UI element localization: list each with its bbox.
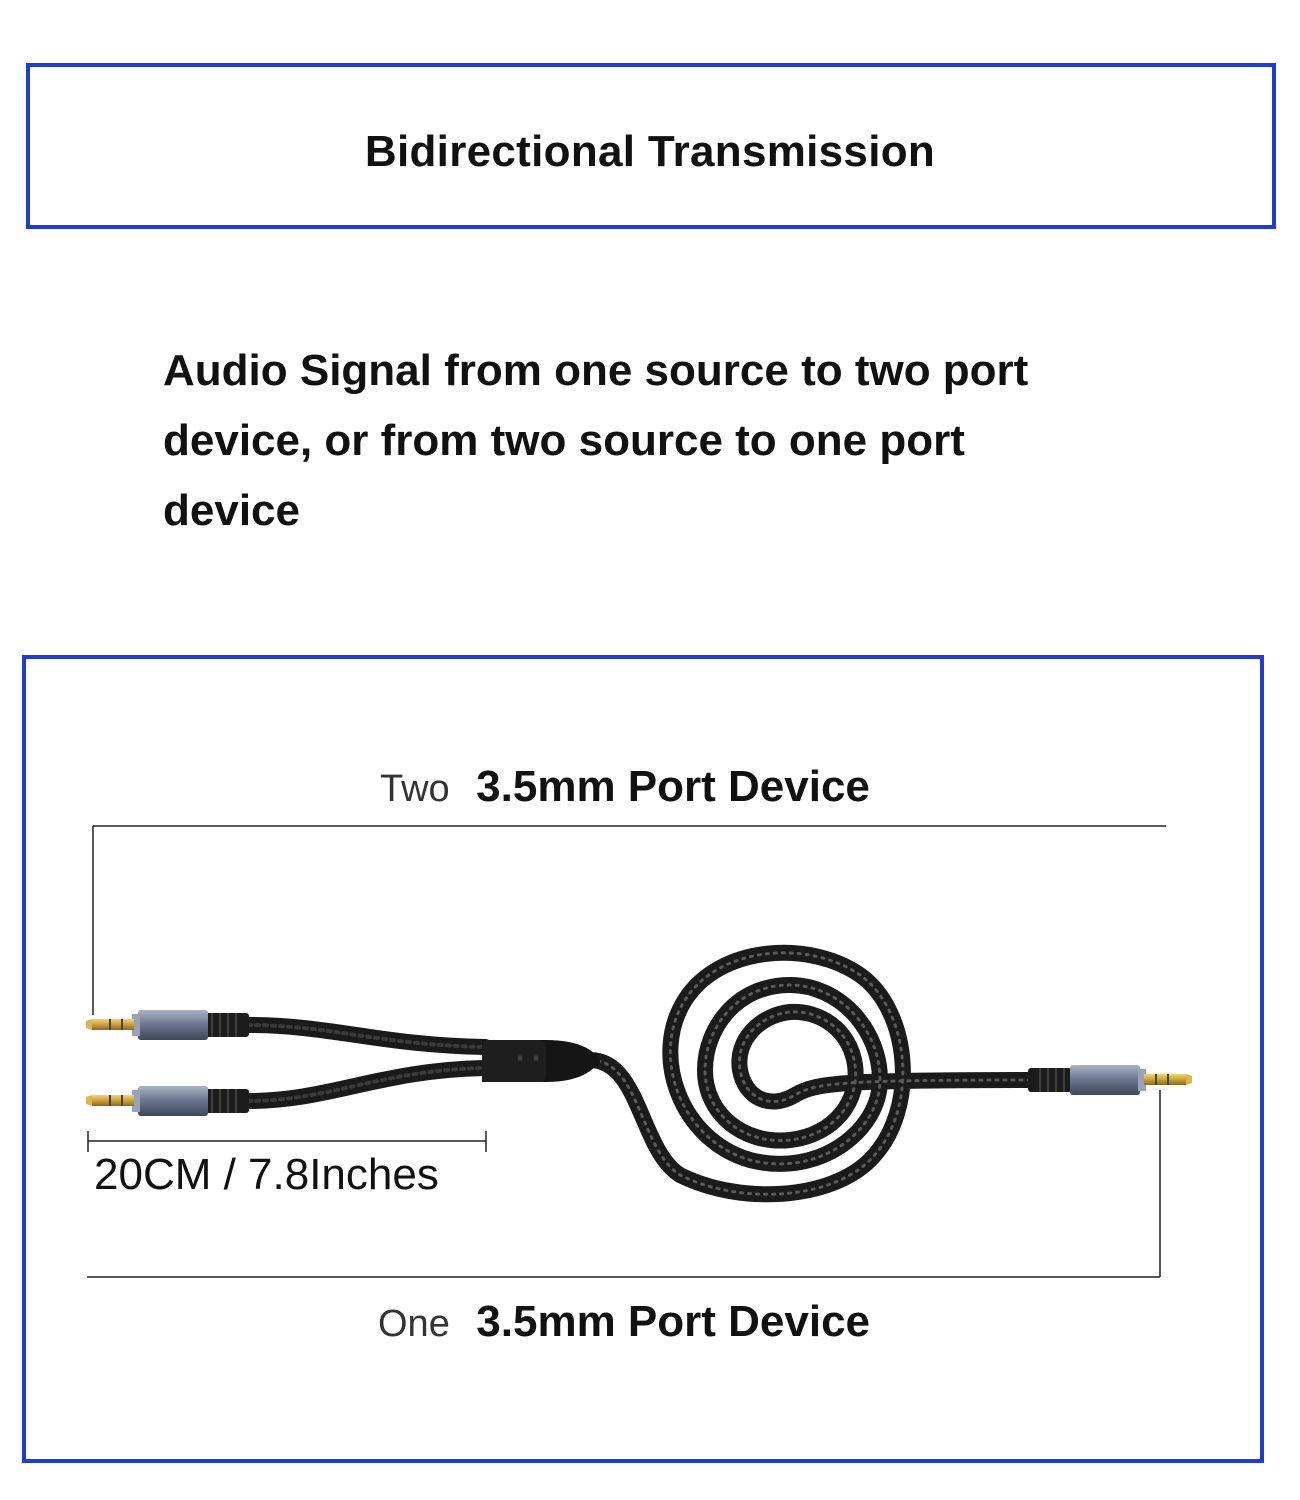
two-port-spec: 3.5mm Port Device — [476, 762, 870, 811]
split-length-label: 20CM / 7.8Inches — [94, 1150, 439, 1199]
description-line-1: Audio Signal from one source to two port — [163, 346, 1029, 395]
page-title: Bidirectional Transmission — [364, 127, 936, 176]
one-port-bracket — [87, 1090, 1161, 1278]
two-port-bracket — [92, 825, 1166, 1015]
cable-body — [240, 944, 1038, 1203]
one-port-qty: One — [378, 1303, 450, 1345]
description-text: Audio Signal from one source to two port… — [163, 336, 1153, 546]
length-dimension-line — [87, 1131, 487, 1152]
one-port-spec: 3.5mm Port Device — [476, 1297, 871, 1346]
splitter-junction — [482, 1040, 600, 1082]
right-plug — [1028, 1065, 1192, 1095]
two-port-qty: Two — [380, 768, 450, 810]
one-port-device-label: One 3.5mm Port Device — [378, 1297, 870, 1347]
lower-left-plug — [86, 1086, 249, 1116]
upper-left-plug — [86, 1010, 249, 1040]
description-line-2: device, or from two source to one port — [163, 416, 965, 465]
description-line-3: device — [163, 486, 300, 535]
title-frame — [26, 63, 1276, 229]
two-port-device-label: Two 3.5mm Port Device — [380, 762, 870, 812]
diagram-frame — [22, 655, 1264, 1463]
